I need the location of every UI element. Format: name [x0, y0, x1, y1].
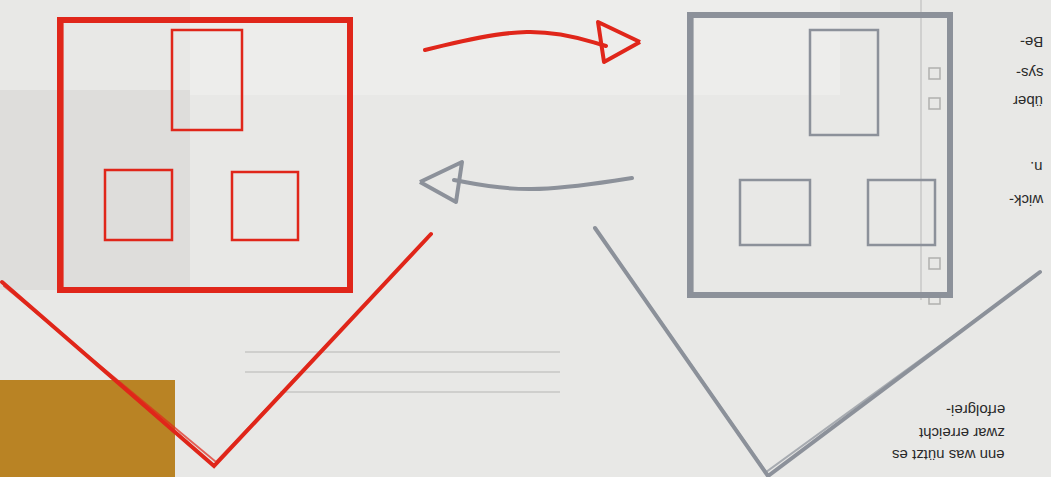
square-outline — [690, 15, 950, 295]
page-text-fragment: über — [1013, 92, 1043, 110]
curved-arrow — [425, 22, 640, 62]
page-text-fragment: zwar erreicht — [919, 424, 1005, 442]
inner-square — [868, 180, 935, 245]
faint-lines — [245, 352, 560, 392]
page-text-fragment: wick- — [1009, 191, 1043, 209]
arrow-head — [598, 22, 640, 62]
outer-square-stroke — [693, 13, 949, 296]
sketched-square — [690, 15, 950, 295]
square-outline — [60, 20, 350, 290]
ochre-block — [0, 380, 175, 477]
arrow-head — [420, 162, 462, 202]
curved-arrow — [420, 162, 632, 202]
grey-pointer — [595, 228, 1040, 476]
page-text-fragment: Be- — [1020, 33, 1043, 51]
inner-square — [740, 180, 810, 245]
red-pointer — [2, 234, 431, 466]
paper-shade — [0, 90, 190, 290]
arrow-shaft — [425, 32, 606, 50]
page-text-fragment: sys- — [1016, 64, 1044, 82]
inner-square — [810, 30, 878, 135]
page-text-fragment: n. — [1030, 158, 1043, 176]
sketched-square — [60, 20, 350, 290]
outer-square — [690, 15, 950, 295]
arrow-shaft — [454, 178, 632, 189]
outer-square-stroke — [63, 18, 349, 291]
inner-square — [105, 170, 172, 240]
page-text-fragment: erfolgrei- — [946, 401, 1005, 419]
inner-square — [232, 172, 298, 240]
column-rule — [920, 0, 922, 300]
page-text-fragment: enn was nützt es — [892, 446, 1005, 464]
outer-square — [60, 20, 350, 290]
inner-square — [172, 30, 242, 130]
